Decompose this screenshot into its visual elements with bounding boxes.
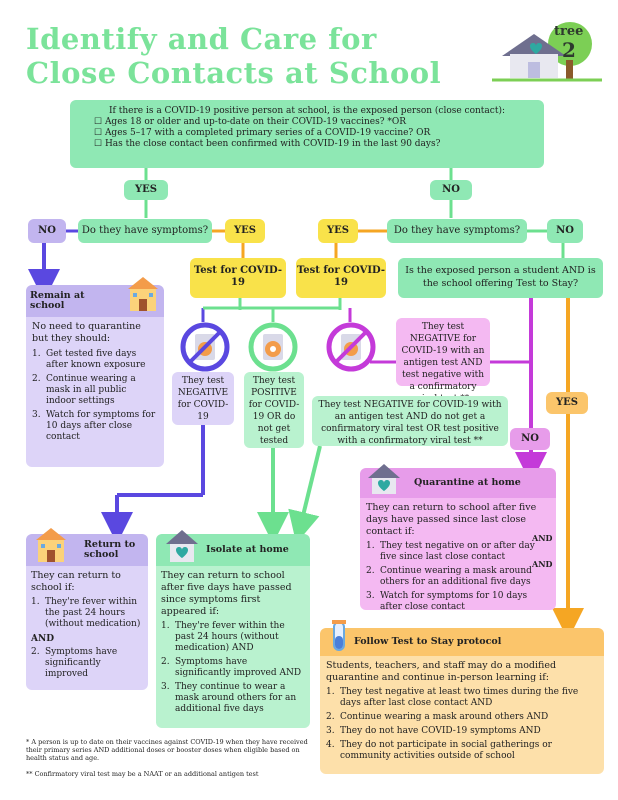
follow-title: Follow Test to Stay protocol [354,636,502,647]
student-question-box: Is the exposed person a student AND is t… [398,258,603,298]
remain-body: No need to quarantine but they should: 1… [26,317,164,467]
return-step-2: 2.Symptoms have significantly improved [31,647,118,679]
school-icon-remain [124,273,162,313]
remain-title: Remain at school [30,290,85,311]
remain-step-2: 2.Continue wearing a mask in all public … [32,374,136,406]
result-positive: They test POSITIVE for COVID-19 OR do no… [244,372,304,448]
logo-number: 2 [562,38,576,62]
tree-logo: tree 2 [492,16,602,82]
quarantine-step-1: 1.They test negative on or after day fiv… [366,541,535,562]
return-step-1: 1.They're fever within the past 24 hours… [31,597,141,629]
test-box-right: Test for COVID-19 [296,258,386,298]
test-tube-icon [324,618,354,654]
return-intro: They can return to school if: [31,570,121,593]
quarantine-body: They can return to school after five day… [360,498,556,612]
yes-badge-mid-right: YES [318,219,358,243]
footnote-confirmatory: ** Confirmatory viral test may be a NAAT… [26,770,259,778]
isolate-step-2: 2.Symptoms have significantly improved A… [161,657,302,678]
quarantine-step-2: 2.Continue wearing a mask around others … [366,566,532,587]
follow-intro: Students, teachers, and staff may do a m… [326,660,557,683]
page-title-line-2: Close Contacts at School [26,56,442,90]
quarantine-step-3: 3.Watch for symptoms for 10 days after c… [366,591,528,612]
quarantine-and-1: AND [532,533,553,543]
return-body: They can return to school if: 1.They're … [26,566,148,690]
quarantine-intro: They can return to school after five day… [366,502,537,537]
yes-badge-mid-left: YES [225,219,265,243]
return-and: AND [31,634,55,644]
isolate-header: Isolate at home [156,530,310,566]
remain-header: Remain at school [26,277,164,317]
result-negative-no-confirmation: They test NEGATIVE for COVID-19 with an … [312,396,508,446]
isolate-body: They can return to school after five day… [156,566,310,728]
no-badge-far-right: NO [547,219,583,243]
follow-body: Students, teachers, and staff may do a m… [320,656,604,774]
quarantine-header: Quarantine at home [360,464,556,498]
top-question-item-1: ☐ Ages 18 or older and up-to-date on the… [94,117,407,127]
return-title: Return to school [84,539,136,560]
footnote-vaccine: * A person is up to date on their vaccin… [26,738,308,762]
isolate-step-3: 3.They continue to wear a mask around ot… [161,682,297,714]
remain-intro: No need to quarantine but they should: [32,321,141,344]
school-icon-return [32,524,70,564]
logo-tree-text: tree [554,24,584,39]
result-negative-antigen-confirmed: They test NEGATIVE for COVID-19 with an … [396,318,490,404]
symptoms-question-left: Do they have symptoms? [78,219,212,243]
follow-step-2: 2.Continue wearing a mask around others … [326,712,549,722]
virus-positive-icon [248,322,298,372]
no-badge-student: NO [510,428,550,450]
page-title-line-1: Identify and Care for [26,22,377,56]
virus-negative-icon-right [326,322,376,372]
isolate-step-1: 1.They're fever within the past 24 hours… [161,621,285,653]
follow-header: Follow Test to Stay protocol [320,620,604,656]
remain-step-1: 1.Get tested five days after known expos… [32,349,146,370]
yes-badge-left: YES [124,180,168,200]
result-negative-left: They test NEGATIVE for COVID-19 [172,372,234,425]
isolate-title: Isolate at home [206,544,289,555]
quarantine-title: Quarantine at home [414,477,521,488]
remain-step-3: 3.Watch for symptoms for 10 days after c… [32,410,156,442]
yes-badge-far-right: YES [546,392,588,414]
no-badge-right: NO [430,180,472,200]
follow-step-4: 4.They do not participate in social gath… [326,740,552,761]
virus-negative-icon-left [180,322,230,372]
return-header: Return to school [26,528,148,566]
quarantine-and-2: AND [532,559,553,569]
top-question-box: If there is a COVID-19 positive person a… [70,100,544,168]
symptoms-question-right: Do they have symptoms? [387,219,527,243]
isolate-intro: They can return to school after five day… [161,570,292,617]
home-icon-isolate [164,526,200,564]
follow-step-1: 1.They test negative at least two times … [326,687,579,708]
top-question-item-2: ☐ Ages 5–17 with a completed primary ser… [94,128,431,138]
follow-step-3: 3.They do not have COVID-19 symptoms AND [326,726,541,736]
home-icon-quarantine [366,460,402,496]
test-box-left: Test for COVID-19 [190,258,286,298]
top-question-intro: If there is a COVID-19 positive person a… [108,106,505,116]
no-badge-far-left: NO [28,219,66,243]
top-question-item-3: ☐ Has the close contact been confirmed w… [94,139,441,149]
